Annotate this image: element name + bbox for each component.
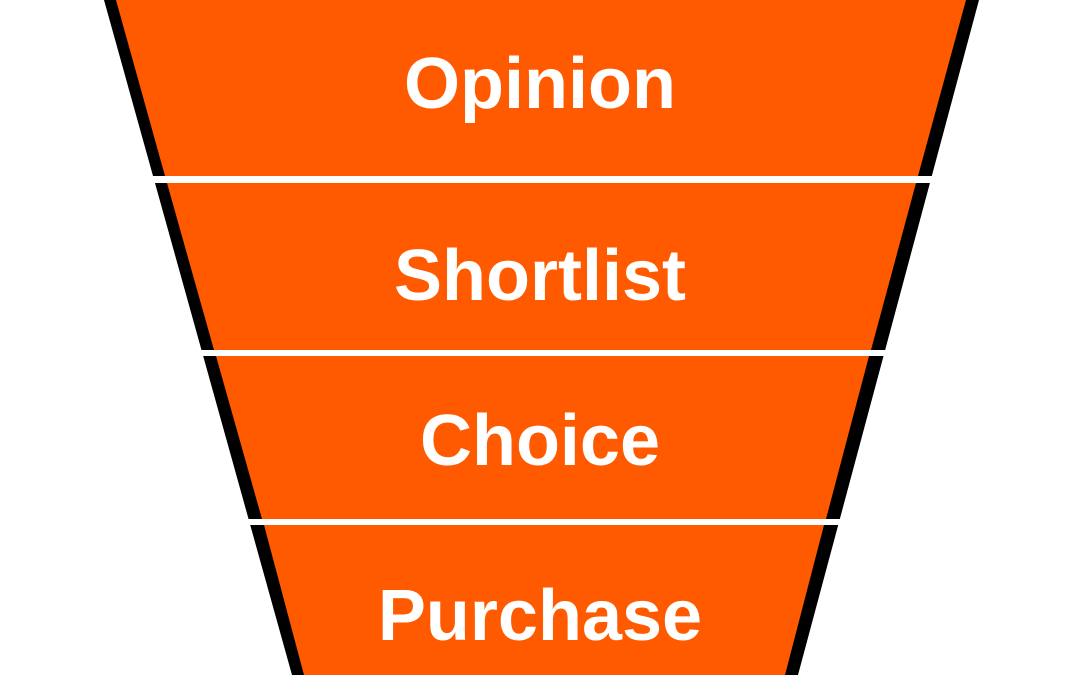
funnel-stage-shortlist — [167, 183, 916, 350]
stage-label-opinion: Opinion — [404, 44, 676, 124]
funnel-stage-purchase — [264, 525, 824, 675]
separator-3 — [248, 519, 843, 525]
separator-1 — [150, 176, 935, 183]
stage-label-purchase: Purchase — [377, 576, 703, 656]
funnel-stage-choice — [216, 356, 869, 519]
separator-2 — [200, 350, 890, 356]
stage-label-choice: Choice — [419, 401, 661, 481]
stage-label-shortlist: Shortlist — [393, 236, 686, 316]
funnel-stage-opinion — [116, 0, 966, 176]
